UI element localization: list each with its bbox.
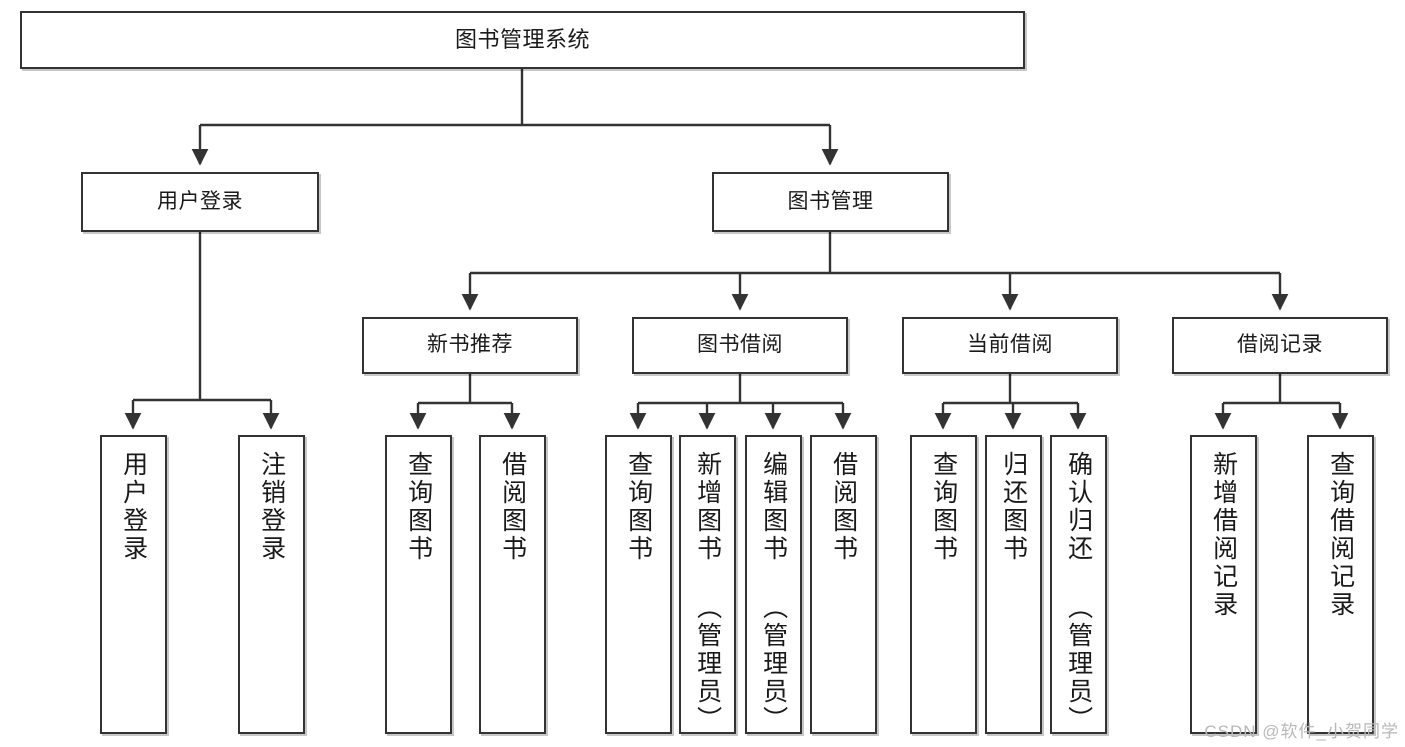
leaf-rec-borrow-book-label: 借阅图书 [498, 451, 527, 563]
node-borrow-record-label: 借阅记录 [1237, 333, 1323, 357]
node-book-borrow[interactable]: 图书借阅 [632, 317, 848, 374]
leaf-rcd-add-record-label: 新增借阅记录 [1209, 451, 1238, 619]
leaf-cur-confirm-return-label: 确认归还 （管理员） [1064, 451, 1093, 734]
leaf-user-login-label: 用户登录 [119, 451, 148, 563]
csdn-watermark: CSDN @软件_小贺同学 [1204, 722, 1399, 741]
leaf-brw-query-book[interactable]: 查询图书 [605, 435, 672, 734]
node-borrow-record[interactable]: 借阅记录 [1172, 317, 1388, 374]
leaf-user-logout-label: 注销登录 [257, 451, 286, 563]
leaf-user-logout[interactable]: 注销登录 [238, 435, 305, 734]
node-book-manage[interactable]: 图书管理 [712, 172, 949, 232]
node-book-borrow-label: 图书借阅 [697, 333, 783, 357]
edges-group [124, 69, 1349, 430]
leaf-cur-return-book-label: 归还图书 [999, 451, 1028, 563]
leaf-brw-borrow-book[interactable]: 借阅图书 [810, 435, 877, 734]
leaf-user-login[interactable]: 用户登录 [100, 435, 167, 734]
leaf-rec-query-book-label: 查询图书 [404, 451, 433, 563]
leaf-brw-edit-book[interactable]: 编辑图书 （管理员） [745, 435, 802, 734]
node-current-borrow-label: 当前借阅 [967, 333, 1053, 357]
leaf-cur-return-book[interactable]: 归还图书 [985, 435, 1042, 734]
leaf-rcd-add-record[interactable]: 新增借阅记录 [1190, 435, 1257, 734]
node-user-login[interactable]: 用户登录 [81, 172, 319, 232]
leaf-rcd-query-record-label: 查询借阅记录 [1326, 451, 1355, 619]
leaf-brw-query-book-label: 查询图书 [624, 451, 653, 563]
node-current-borrow[interactable]: 当前借阅 [902, 317, 1118, 374]
node-user-login-label: 用户登录 [157, 189, 243, 213]
node-book-manage-label: 图书管理 [787, 189, 874, 213]
leaf-rec-borrow-book[interactable]: 借阅图书 [479, 435, 546, 734]
leaf-cur-query-book[interactable]: 查询图书 [910, 435, 977, 734]
leaf-rcd-query-record[interactable]: 查询借阅记录 [1307, 435, 1374, 734]
leaf-cur-query-book-label: 查询图书 [929, 451, 958, 563]
leaf-brw-edit-book-label: 编辑图书 （管理员） [759, 451, 788, 734]
leaf-brw-add-book-label: 新增图书 （管理员） [693, 451, 722, 734]
node-new-book-recommend-label: 新书推荐 [427, 333, 513, 357]
node-root[interactable]: 图书管理系统 [20, 11, 1025, 69]
leaf-brw-borrow-book-label: 借阅图书 [829, 451, 858, 563]
node-new-book-recommend[interactable]: 新书推荐 [362, 317, 578, 374]
leaf-rec-query-book[interactable]: 查询图书 [385, 435, 452, 734]
leaf-cur-confirm-return[interactable]: 确认归还 （管理员） [1050, 435, 1107, 734]
leaf-brw-add-book[interactable]: 新增图书 （管理员） [679, 435, 736, 734]
node-root-label: 图书管理系统 [454, 27, 590, 53]
